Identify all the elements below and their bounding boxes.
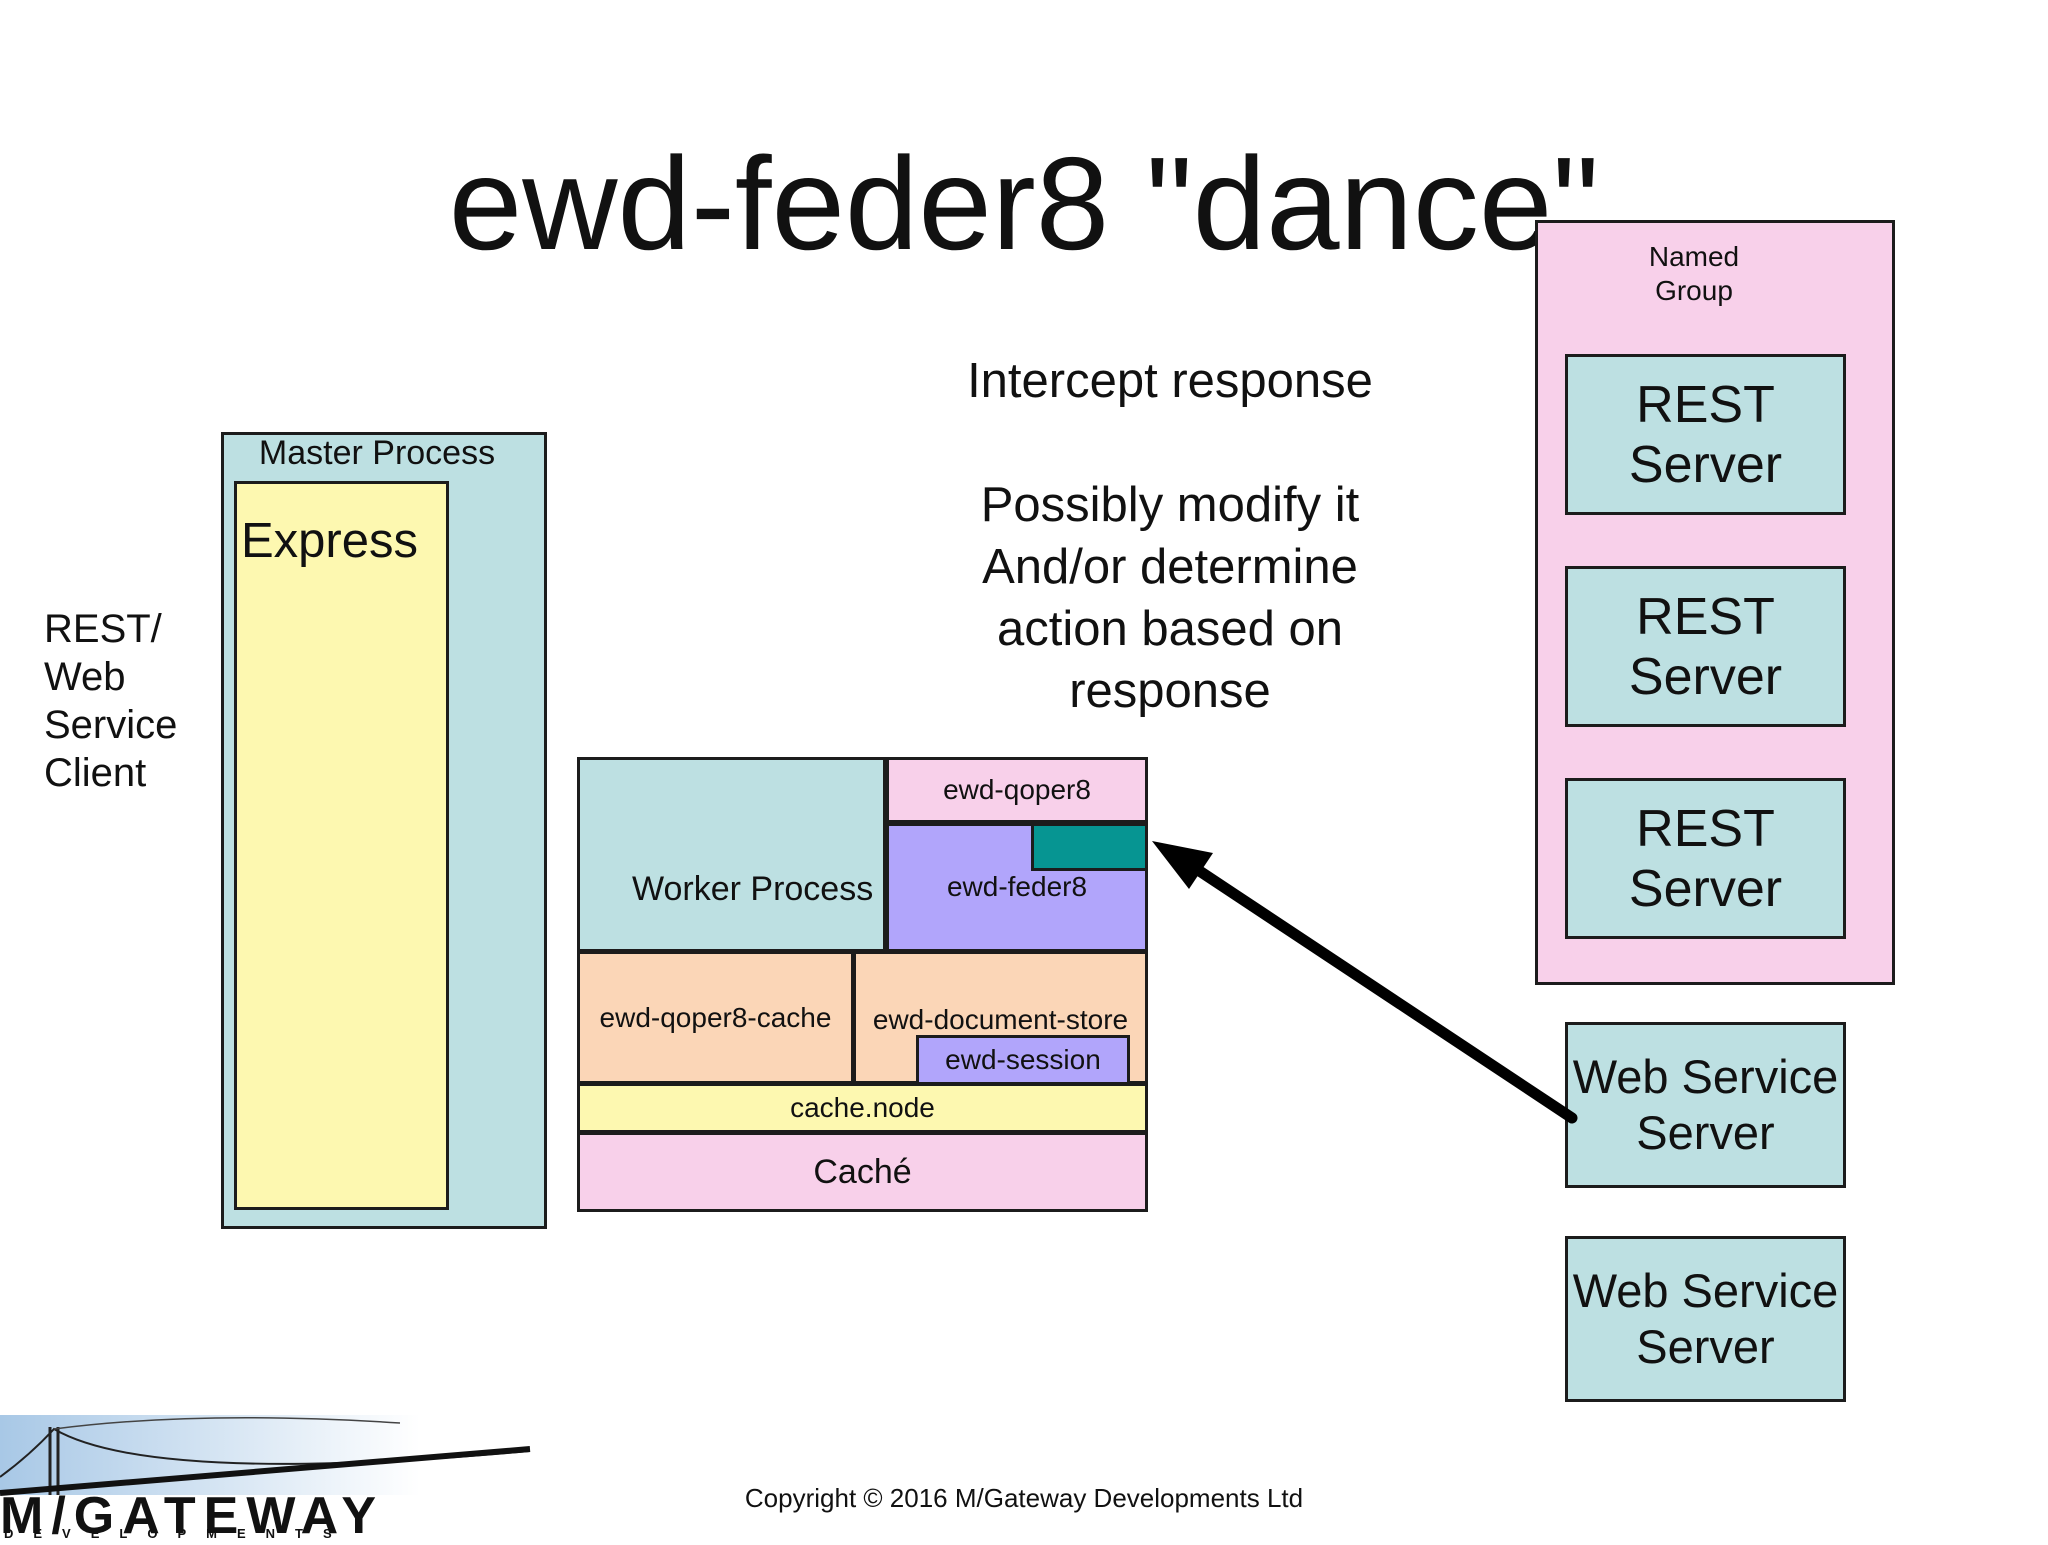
copyright-text: Copyright © 2016 M/Gateway Developments … — [744, 1483, 1304, 1513]
web-service-server-line: Server — [1636, 1320, 1775, 1373]
ewd-qoper8-cache-label: ewd-qoper8-cache — [599, 1001, 832, 1033]
logo-subtitle: DEVELOPMENTS — [4, 1526, 352, 1541]
web-service-server-line: Server — [1636, 1106, 1775, 1159]
ewd-qoper8-box: ewd-qoper8 — [886, 757, 1148, 823]
worker-process-label: Worker Process — [632, 870, 874, 908]
client-line: Web — [44, 655, 126, 699]
logo-wordmark: M/GATEWAY — [0, 1487, 385, 1545]
web-service-server-line: Web Service — [1572, 1050, 1839, 1103]
arrow-head-icon — [1152, 841, 1213, 889]
rest-server-box: REST Server — [1565, 778, 1846, 939]
web-service-server-line: Web Service — [1572, 1264, 1839, 1317]
page-title: ewd-feder8 "dance" — [448, 130, 1600, 277]
rest-server-box: REST Server — [1565, 354, 1846, 515]
client-line: REST/ — [44, 607, 162, 651]
rest-server-box: REST Server — [1565, 566, 1846, 727]
intercept-notes: Intercept response Possibly modify it An… — [905, 350, 1435, 722]
feder8-intercept-block — [1031, 823, 1148, 871]
ewd-feder8-label: ewd-feder8 — [946, 871, 1088, 902]
ewd-document-store-label: ewd-document-store — [872, 1004, 1129, 1035]
express-box — [234, 481, 449, 1210]
rest-server-line: Server — [1628, 435, 1783, 494]
notes-line: Possibly modify it — [980, 478, 1360, 532]
cache-box: Caché — [577, 1132, 1148, 1212]
express-label: Express — [241, 514, 419, 568]
web-service-server-box: Web Service Server — [1565, 1236, 1846, 1402]
rest-server-line: REST — [1636, 799, 1775, 858]
rest-server-line: REST — [1636, 375, 1775, 434]
cache-node-box: cache.node — [577, 1083, 1148, 1133]
named-group-label-line: Group — [1655, 275, 1733, 306]
notes-line: Intercept response — [967, 354, 1373, 408]
named-group-label: Named Group — [1535, 240, 1853, 308]
notes-line: action based on — [997, 602, 1343, 656]
ewd-qoper8-label: ewd-qoper8 — [943, 774, 1091, 805]
rest-server-line: Server — [1628, 647, 1783, 706]
cache-node-label: cache.node — [790, 1092, 935, 1123]
master-process-label: Master Process — [258, 434, 496, 472]
notes-line: response — [1069, 664, 1271, 718]
cache-label: Caché — [813, 1152, 912, 1191]
ewd-session-label: ewd-session — [945, 1044, 1101, 1075]
ewd-qoper8-cache-box: ewd-qoper8-cache — [577, 951, 854, 1084]
m-gateway-logo-icon — [0, 1415, 531, 1496]
arrow-shaft — [1186, 860, 1578, 1124]
client-line: Client — [44, 751, 147, 795]
web-service-server-box: Web Service Server — [1565, 1022, 1846, 1188]
worker-process-box: Worker Process — [577, 757, 886, 952]
rest-web-service-client-label: REST/ Web Service Client — [44, 605, 177, 797]
named-group-label-line: Named — [1648, 241, 1740, 272]
client-line: Service — [44, 703, 178, 747]
rest-server-line: REST — [1636, 587, 1775, 646]
notes-line: And/or determine — [982, 540, 1358, 594]
rest-server-line: Server — [1628, 859, 1783, 918]
